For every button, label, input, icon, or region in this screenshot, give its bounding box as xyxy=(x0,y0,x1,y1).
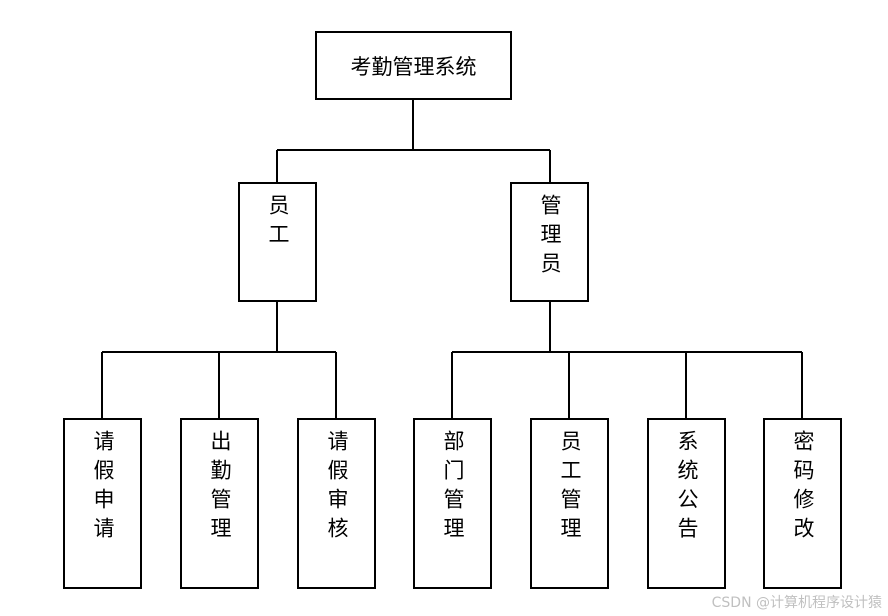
node-label: 出勤管理 xyxy=(208,430,232,546)
node-label: 密码修改 xyxy=(791,430,815,546)
node-label: 管理员 xyxy=(538,194,562,281)
node-label: 员工 xyxy=(266,194,290,252)
node-leave-application: 请假申请 xyxy=(63,418,142,589)
watermark: CSDN @计算机程序设计猿 xyxy=(711,595,882,611)
node-label: 请假申请 xyxy=(91,430,115,546)
node-department-management: 部门管理 xyxy=(413,418,492,589)
node-employee: 员工 xyxy=(238,182,317,302)
node-employee-management: 员工管理 xyxy=(530,418,609,589)
node-label: 请假审核 xyxy=(325,430,349,546)
node-admin: 管理员 xyxy=(510,182,589,302)
node-label: 系统公告 xyxy=(675,430,699,546)
node-password-change: 密码修改 xyxy=(763,418,842,589)
node-leave-review: 请假审核 xyxy=(297,418,376,589)
node-label: 部门管理 xyxy=(441,430,465,546)
node-attendance-management: 出勤管理 xyxy=(180,418,259,589)
node-system-announcement: 系统公告 xyxy=(647,418,726,589)
node-label: 员工管理 xyxy=(558,430,582,546)
root-node: 考勤管理系统 xyxy=(315,31,512,100)
root-node-label: 考勤管理系统 xyxy=(350,54,477,79)
